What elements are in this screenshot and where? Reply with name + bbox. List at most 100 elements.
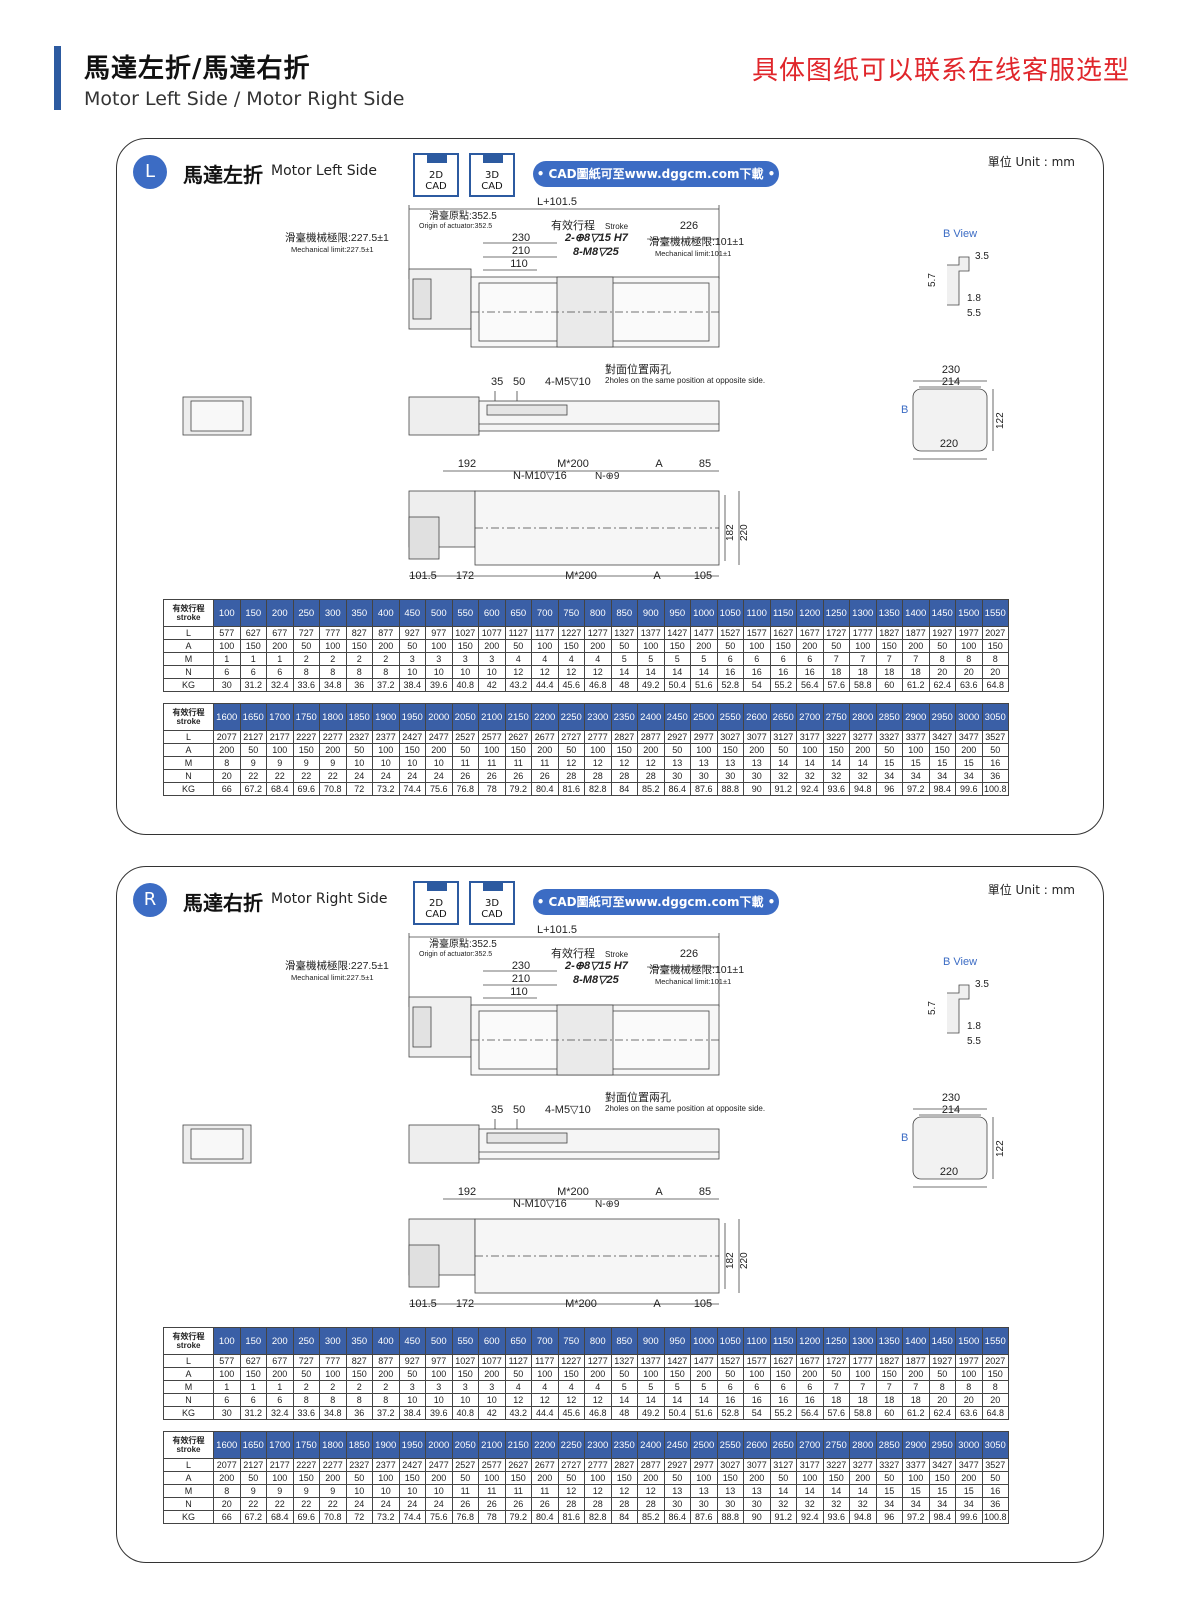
table-cell: 2527 xyxy=(451,1458,479,1472)
table-cell: 30 xyxy=(663,1497,691,1511)
table-cell: 20 xyxy=(213,769,241,783)
table-cell: 7 xyxy=(875,652,903,666)
table-cell: 150 xyxy=(769,639,797,653)
dim-85: 85 xyxy=(699,1186,711,1198)
dim-hole-m8: 8-M8▽25 xyxy=(573,974,620,986)
table-cell: 40.8 xyxy=(451,1406,479,1420)
dim-end-230: 230 xyxy=(942,364,960,376)
table-cell: 34 xyxy=(902,1497,930,1511)
table-cell: 88.8 xyxy=(716,782,744,796)
stroke-cell: 1150 xyxy=(769,599,797,627)
row-label: N xyxy=(163,1393,214,1407)
table-cell: 9 xyxy=(292,756,320,770)
table-cell: 22 xyxy=(239,769,267,783)
dim-origin: 滑臺原點:352.5 xyxy=(429,209,497,222)
table-cell: 12 xyxy=(610,756,638,770)
table-cell: 24 xyxy=(425,769,453,783)
table-cell: 36 xyxy=(345,1406,373,1420)
table-cell: 15 xyxy=(955,756,983,770)
table-cell: 13 xyxy=(663,756,691,770)
table-cell: 2627 xyxy=(504,730,532,744)
stroke-cell: 150 xyxy=(239,599,267,627)
table-cell: 28 xyxy=(584,1497,612,1511)
table-cell: 1227 xyxy=(557,1354,585,1368)
table-cell: 50 xyxy=(663,1471,691,1485)
dim-total-length: L+101.5 xyxy=(537,924,577,936)
table-cell: 150 xyxy=(239,639,267,653)
table-cell: 14 xyxy=(690,1393,718,1407)
table-cell: 7 xyxy=(849,1380,877,1394)
table-cell: 12 xyxy=(584,665,612,679)
table-cell: 3477 xyxy=(955,730,983,744)
table-cell: 8 xyxy=(319,665,347,679)
table-cell: 100 xyxy=(213,639,241,653)
table-cell: 8 xyxy=(955,1380,983,1394)
stroke-cell: 1700 xyxy=(266,703,294,731)
table-cell: 2 xyxy=(319,652,347,666)
stroke-cell: 1800 xyxy=(319,1431,347,1459)
row-label: A xyxy=(163,1471,214,1485)
table-cell: 100 xyxy=(849,1367,877,1381)
table-cell: 200 xyxy=(796,1367,824,1381)
table-cell: 1927 xyxy=(928,626,956,640)
table-cell: 22 xyxy=(319,1497,347,1511)
table-cell: 92.4 xyxy=(796,1510,824,1524)
table-cell: 2677 xyxy=(531,1458,559,1472)
table-cell: 50 xyxy=(981,743,1009,757)
stroke-cell: 1900 xyxy=(372,1431,400,1459)
dim-m200-top: M*200 xyxy=(557,458,589,470)
table-cell: 1877 xyxy=(902,626,930,640)
table-cell: 1 xyxy=(213,652,241,666)
table-cell: 150 xyxy=(345,639,373,653)
stroke-cell: 600 xyxy=(478,599,506,627)
table-cell: 1627 xyxy=(769,1354,797,1368)
row-label: M xyxy=(163,1484,214,1498)
table-cell: 1827 xyxy=(875,626,903,640)
table-cell: 2377 xyxy=(372,730,400,744)
table-cell: 16 xyxy=(769,665,797,679)
table-cell: 100 xyxy=(584,743,612,757)
table-cell: 200 xyxy=(425,1471,453,1485)
table-cell: 9 xyxy=(292,1484,320,1498)
table-cell: 2977 xyxy=(690,730,718,744)
dim-origin-en: Origin of actuator:352.5 xyxy=(419,223,492,230)
table-cell: 63.6 xyxy=(955,678,983,692)
table-cell: 9 xyxy=(319,1484,347,1498)
stroke-cell: 1300 xyxy=(849,1327,877,1355)
dim-a-bottom: A xyxy=(653,1298,661,1310)
table-cell: 34 xyxy=(902,769,930,783)
table-cell: 50 xyxy=(928,639,956,653)
table-cell: 3527 xyxy=(981,730,1009,744)
table-cell: 70.8 xyxy=(319,1510,347,1524)
table-cell: 14 xyxy=(610,665,638,679)
table-cell: 26 xyxy=(504,769,532,783)
stroke-cell: 2700 xyxy=(796,703,824,731)
unit-label: 單位 Unit : mm xyxy=(987,155,1075,169)
dim-220: 220 xyxy=(739,1252,750,1269)
table-cell: 6 xyxy=(796,652,824,666)
table-cell: 14 xyxy=(796,756,824,770)
table-cell: 150 xyxy=(981,1367,1009,1381)
dim-end-214: 214 xyxy=(942,1104,960,1116)
stroke-cell: 2800 xyxy=(849,703,877,731)
table-cell: 3377 xyxy=(902,730,930,744)
table-cell: 150 xyxy=(398,1471,426,1485)
stroke-cell: 2600 xyxy=(743,1431,771,1459)
cad-download-link[interactable]: • CAD圖紙可至www.dggcm.com下載 • xyxy=(533,889,779,915)
stroke-cell: 400 xyxy=(372,599,400,627)
stroke-cell: 2500 xyxy=(690,703,718,731)
table-cell: 5 xyxy=(610,1380,638,1394)
table-cell: 2227 xyxy=(292,730,320,744)
cad-download-link[interactable]: • CAD圖紙可至www.dggcm.com下載 • xyxy=(533,161,779,187)
table-cell: 12 xyxy=(557,1393,585,1407)
table-cell: 2 xyxy=(372,652,400,666)
table-cell: 42 xyxy=(478,1406,506,1420)
table-cell: 9 xyxy=(239,756,267,770)
table-cell: 50 xyxy=(822,1367,850,1381)
table-cell: 50 xyxy=(610,639,638,653)
